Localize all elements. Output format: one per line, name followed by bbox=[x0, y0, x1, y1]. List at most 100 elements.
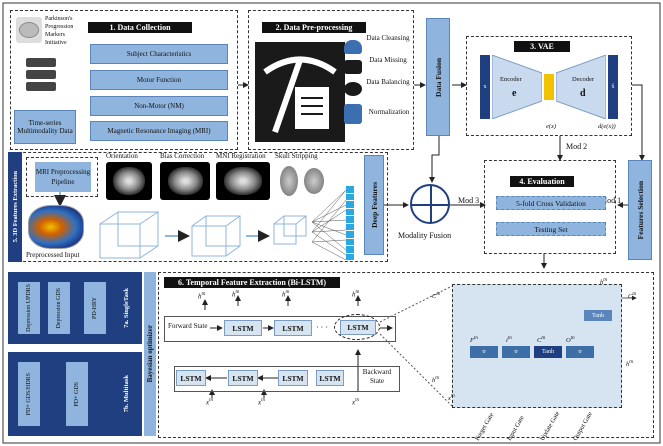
vae-output-layer: x̂ bbox=[608, 55, 618, 119]
bayesian-bar: Bayesian optimizer bbox=[144, 272, 156, 436]
decoder-symbol: d bbox=[580, 88, 586, 99]
pickaxe-icon bbox=[255, 42, 345, 142]
forward-row-box bbox=[164, 316, 396, 342]
item-non-motor: Non-Motor (NM) bbox=[90, 96, 228, 116]
single-task-item-3: PD-HRY bbox=[84, 282, 106, 334]
vae-title: 3. VAE bbox=[514, 41, 570, 52]
single-task-item-1: Depression UPDRS bbox=[18, 282, 40, 334]
cand-sym: Ctn bbox=[537, 336, 546, 345]
data-fusion-box: Data Fusion bbox=[426, 18, 450, 136]
vae-panel bbox=[466, 36, 632, 136]
forget-gate-sigma: σ bbox=[470, 346, 498, 358]
mri-skull-image bbox=[276, 162, 328, 200]
mri-step-orientation-label: Orientation bbox=[106, 152, 138, 160]
h-label-3: htn bbox=[352, 290, 360, 299]
h-label-1: htn bbox=[232, 290, 240, 299]
gate-label-update: Update Gate bbox=[538, 410, 562, 442]
x-label-1: xtn bbox=[206, 398, 213, 407]
backward-lstm-1: LSTM bbox=[176, 370, 206, 386]
cell-state-out-label: Ctn bbox=[628, 292, 637, 301]
mri-step-skull-label: Skull Stripping bbox=[275, 152, 318, 160]
conv-cube-3 bbox=[272, 214, 312, 250]
bilstm-title: 6. Temporal Feature Extraction (Bi-LSTM) bbox=[164, 277, 340, 288]
deep-features-box: Deep Features bbox=[364, 155, 384, 255]
gate-label-output: Output Gate bbox=[571, 410, 594, 442]
h-right-label: htn bbox=[626, 360, 634, 369]
mri-orientation-image bbox=[106, 162, 152, 200]
mod2-label: Mod 2 bbox=[566, 142, 588, 151]
h-label-2: htn bbox=[282, 290, 290, 299]
item-motor-function: Motor Function bbox=[90, 70, 228, 90]
modality-fusion-node bbox=[410, 184, 450, 224]
ppmi-logo-text: Parkinson's Progression Markers Initiati… bbox=[45, 16, 74, 46]
gate-label-input: Input Gate bbox=[505, 414, 526, 442]
missing-icon bbox=[344, 60, 362, 74]
item-mri: Magnetic Resonance Imaging (MRI) bbox=[90, 121, 228, 141]
evaluation-title: 4. Evaluation bbox=[510, 176, 574, 187]
cv-box: 5-fold Cross Validation bbox=[496, 196, 606, 210]
input-gate-sigma: σ bbox=[502, 346, 530, 358]
backward-lstm-4: LSTM bbox=[316, 370, 344, 386]
ppmi-logo bbox=[16, 17, 42, 43]
conv-cube-2 bbox=[190, 214, 244, 258]
forward-ellipsis: · · · bbox=[316, 323, 328, 332]
feature-vector bbox=[346, 186, 354, 260]
step-normalization: Normalization bbox=[368, 108, 410, 116]
decoder-shape bbox=[555, 54, 607, 120]
cleansing-icon bbox=[344, 40, 362, 54]
forward-lstm-n bbox=[334, 314, 380, 340]
data-preprocessing-panel bbox=[248, 10, 414, 150]
data-preprocessing-title: 2. Data Pre-processing bbox=[262, 22, 366, 33]
preprocessed-input-label: Preprocessed Input bbox=[26, 251, 80, 259]
encoder-label: Encoder bbox=[500, 76, 522, 83]
multi-task-item-2: PD+ GDS bbox=[66, 362, 88, 426]
multi-task-item-1: PD+ GDS/HDRS bbox=[18, 362, 40, 426]
multi-task-title: 7b. Multitask bbox=[122, 375, 130, 413]
e-x-label: e(x) bbox=[546, 123, 557, 130]
cell-tanh: Tanh bbox=[584, 310, 612, 321]
brain-3d-image bbox=[28, 205, 84, 249]
single-task-item-2: Depression GDS bbox=[48, 282, 70, 334]
pipeline-inner bbox=[35, 162, 91, 192]
mri-step-bias-label: Bias Correction bbox=[160, 152, 205, 160]
conv-cube-1 bbox=[98, 210, 162, 260]
input-sym: itn bbox=[506, 336, 512, 345]
forward-lstm-2: LSTM bbox=[274, 320, 312, 336]
output-sym: Otn bbox=[566, 336, 575, 345]
item-subject-characteristics: Subject Characteristics bbox=[90, 44, 228, 64]
gate-label-forget: Forget Gate bbox=[473, 411, 496, 442]
single-task-title-box: 7a. SingleTask bbox=[118, 276, 134, 340]
h-label-0: htn bbox=[198, 292, 206, 301]
h-out-label: htn bbox=[600, 278, 608, 287]
output-gate-sigma: σ bbox=[566, 346, 594, 358]
database-server-icon bbox=[26, 58, 56, 94]
mod1-label: Mod 1 bbox=[600, 196, 622, 205]
evaluation-panel bbox=[484, 160, 616, 254]
mri-mni-image bbox=[216, 162, 270, 200]
mod3-label: Mod 3 bbox=[458, 196, 480, 205]
features-selection-label: Features Selection bbox=[635, 180, 645, 240]
encoder-symbol: e bbox=[512, 88, 517, 99]
normalization-icon bbox=[344, 104, 362, 124]
decoder-label: Decoder bbox=[572, 76, 595, 83]
modality-fusion-label: Modality Fusion bbox=[398, 231, 452, 240]
h-in-label: htn bbox=[432, 376, 440, 385]
forward-state-label: Forward State bbox=[168, 322, 208, 330]
mri-bias-image bbox=[160, 162, 210, 200]
multi-task-title-box: 7b. Multitask bbox=[118, 356, 134, 432]
single-task-title: 7a. SingleTask bbox=[122, 288, 130, 328]
testing-set-box: Testing Set bbox=[496, 222, 606, 236]
data-fusion-label: Data Fusion bbox=[433, 57, 443, 97]
encoder-shape bbox=[491, 54, 543, 120]
pipeline-box: MRI Preprocessing Pipeline bbox=[26, 157, 98, 197]
deep-features-label: Deep Features bbox=[369, 182, 379, 228]
vae-input-layer: x bbox=[480, 55, 490, 119]
bayesian-label: Bayesian optimizer bbox=[146, 325, 154, 383]
bilstm-panel bbox=[158, 272, 654, 438]
d-e-x-label: d(e(x)) bbox=[598, 123, 616, 130]
forget-sym: Ftn bbox=[470, 336, 478, 345]
features-selection-box: Features Selection bbox=[628, 160, 652, 260]
x-in-label: xtn bbox=[448, 394, 455, 403]
update-gate-tanh: Tanh bbox=[534, 346, 562, 358]
data-collection-panel bbox=[10, 10, 238, 150]
